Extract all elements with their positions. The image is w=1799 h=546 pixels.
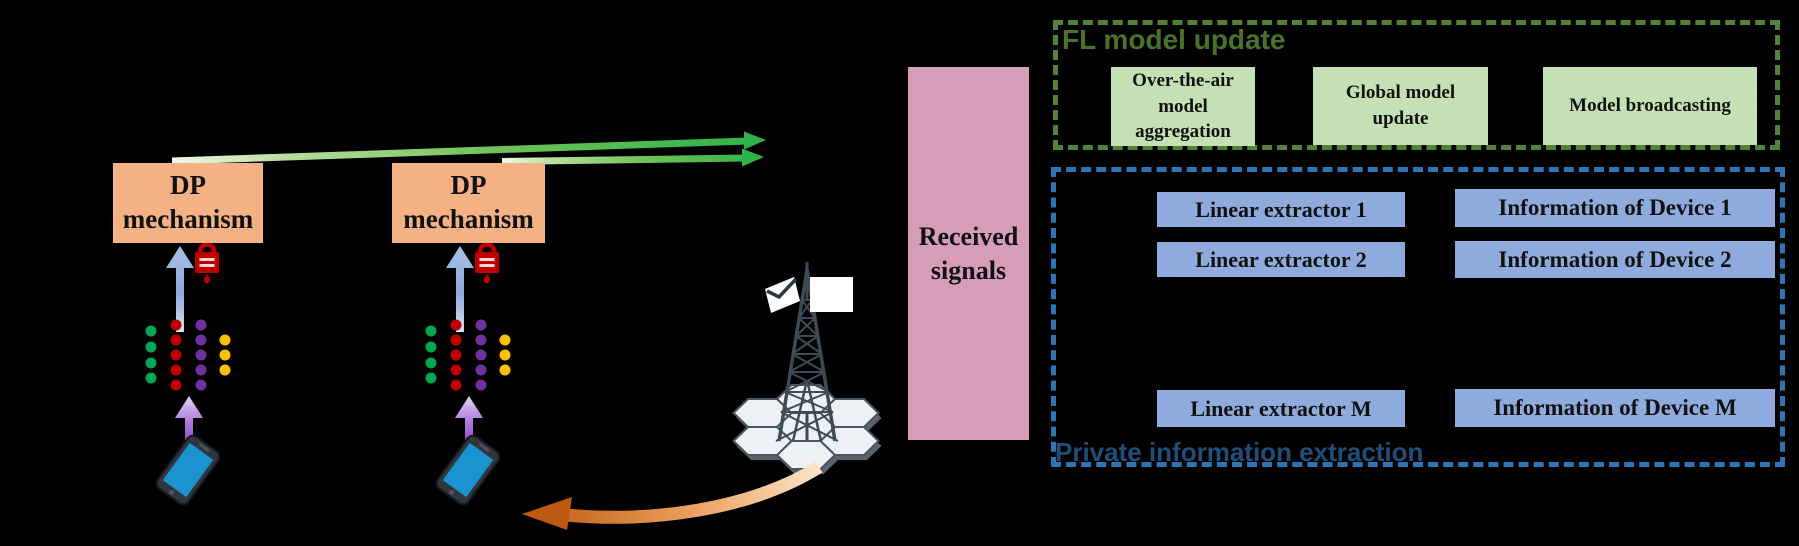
device-info-row-2: Information of Device 2: [1455, 241, 1775, 278]
linear-extractor-label-1: Linear extractor 1: [1195, 196, 1367, 222]
dp-mechanism-box-2: DP mechanism: [392, 163, 545, 243]
noise-dot-grid: [145, 319, 231, 391]
linear-extractor-row-2: Linear extractor 2: [1157, 242, 1405, 277]
antenna-panels: [765, 277, 853, 313]
purple-arrow-icon: [175, 396, 203, 443]
green-uplink-arrow-2: [501, 148, 764, 167]
fl-box-aggregation: Over-the-air model aggregation: [1111, 67, 1255, 146]
linear-extractor-label-M: Linear extractor M: [1190, 395, 1372, 421]
green-uplink-arrow-1: [171, 131, 766, 165]
private-extraction-title: Private information extraction: [1055, 437, 1424, 467]
smartphone-icon: [155, 434, 221, 506]
device-unit-2: [426, 245, 511, 508]
device-info-label-M: Information of Device M: [1493, 395, 1737, 420]
dp-mechanism-label-2: DP mechanism: [403, 170, 534, 234]
device-info-label-2: Information of Device 2: [1498, 246, 1732, 272]
dp-mechanism-box-1: DP mechanism: [113, 163, 263, 243]
linear-extractor-row-1: Linear extractor 1: [1157, 192, 1405, 227]
received-signals-label: Received signals: [918, 221, 1019, 285]
fl-box-aggregation-label: Over-the-air model aggregation: [1132, 70, 1234, 143]
blue-arrow-icon: [166, 246, 194, 332]
fl-model-update-title: FL model update: [1062, 24, 1286, 55]
private-extraction-panel: [1051, 167, 1785, 467]
received-signals-box: Received signals: [908, 67, 1029, 440]
fl-box-broadcasting: Model broadcasting: [1543, 67, 1757, 145]
device-info-label-1: Information of Device 1: [1498, 195, 1732, 220]
lock-icon: [195, 242, 219, 284]
fl-box-global-update-label: Global model update: [1345, 82, 1456, 129]
device-info-row-M: Information of Device M: [1455, 389, 1775, 427]
device-info-row-1: Information of Device 1: [1455, 189, 1775, 227]
fl-box-broadcasting-label: Model broadcasting: [1569, 95, 1731, 117]
base-station-tower: [775, 262, 839, 442]
fl-box-global-update: Global model update: [1313, 67, 1488, 145]
linear-extractor-row-M: Linear extractor M: [1157, 390, 1405, 427]
dp-mechanism-label-1: DP mechanism: [122, 170, 254, 234]
linear-extractor-label-2: Linear extractor 2: [1195, 246, 1367, 272]
fl-model-update-panel: [1053, 20, 1780, 150]
orange-broadcast-arrow: [522, 461, 823, 530]
device-unit-1: [145, 242, 231, 506]
